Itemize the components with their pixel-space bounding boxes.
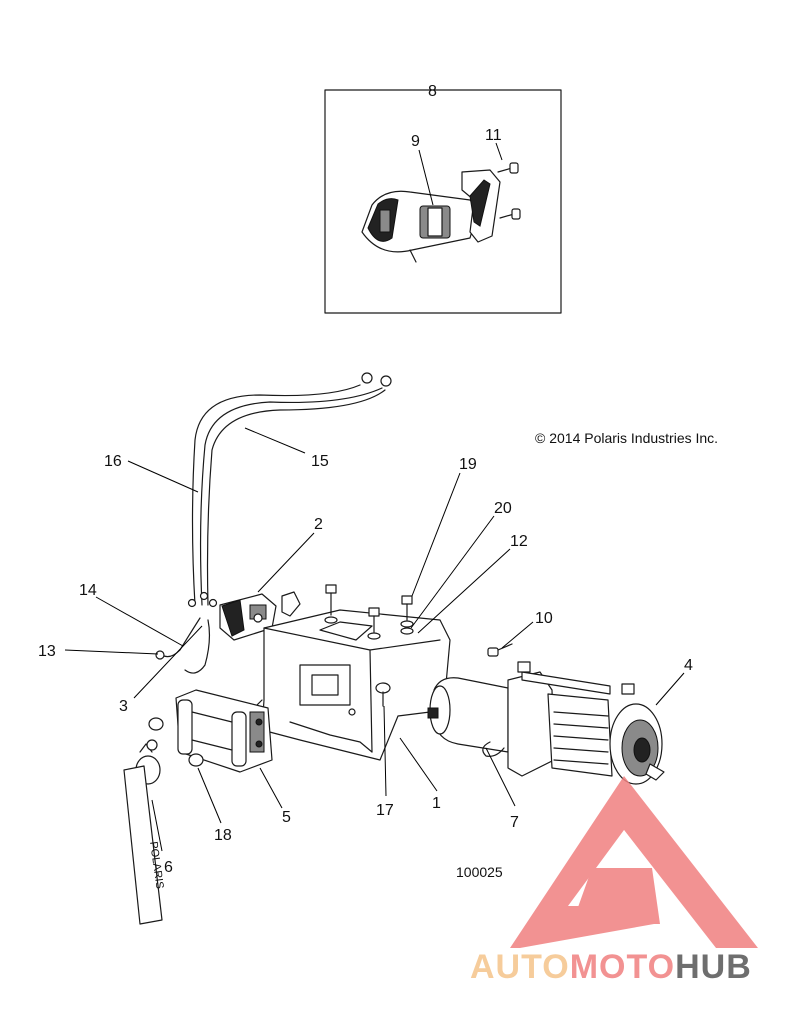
figure-number: 100025 — [456, 864, 503, 880]
callout-11: 11 — [485, 127, 502, 144]
winch-part — [427, 661, 665, 785]
remote-control-part — [361, 169, 501, 263]
watermark-moto: MOTO — [570, 948, 675, 986]
watermark-triangle-icon — [510, 776, 758, 948]
callout-9: 9 — [411, 133, 420, 150]
power-cables — [155, 372, 392, 674]
screw-10 — [487, 643, 513, 657]
callout-20: 20 — [494, 500, 512, 517]
callout-13: 13 — [38, 643, 56, 660]
svg-text:AUTOMOTOHUB: AUTOMOTOHUB — [470, 948, 752, 986]
roller-fairlead-part — [175, 689, 273, 773]
callout-7: 7 — [510, 814, 519, 831]
callout-8: 8 — [428, 83, 437, 100]
callout-17: 17 — [376, 802, 394, 819]
callout-15: 15 — [311, 453, 329, 470]
callout-6: 6 — [164, 859, 173, 876]
callout-5: 5 — [282, 809, 291, 826]
screw-11-upper — [497, 162, 519, 174]
hook-strap-part: POLARIS — [123, 739, 166, 925]
callout-14: 14 — [79, 582, 97, 599]
watermark-auto: AUTO — [470, 948, 570, 986]
screw-11-lower — [499, 208, 521, 220]
callout-2: 2 — [314, 516, 323, 533]
callout-18: 18 — [214, 827, 232, 844]
watermark-hub: HUB — [675, 948, 752, 986]
nuts-18 — [148, 717, 204, 767]
callout-10: 10 — [535, 610, 553, 627]
callout-1: 1 — [432, 795, 441, 812]
callout-4: 4 — [684, 657, 693, 674]
callout-labels: 8 9 11 15 16 19 20 12 2 14 10 4 13 3 17 … — [38, 83, 693, 876]
callout-3: 3 — [119, 698, 128, 715]
callout-19: 19 — [459, 456, 477, 473]
inset-box — [324, 89, 562, 314]
callout-16: 16 — [104, 453, 122, 470]
plate-bolts — [324, 584, 414, 640]
bolt-17 — [375, 682, 391, 707]
contactor-part — [219, 591, 303, 641]
callout-12: 12 — [510, 533, 528, 550]
watermark-logo: AUTOMOTOHUB — [470, 776, 758, 986]
rope-lines — [553, 711, 609, 765]
mounting-plate-part — [249, 609, 451, 761]
copyright-text: © 2014 Polaris Industries Inc. — [535, 430, 718, 446]
leader-lines — [64, 142, 685, 852]
